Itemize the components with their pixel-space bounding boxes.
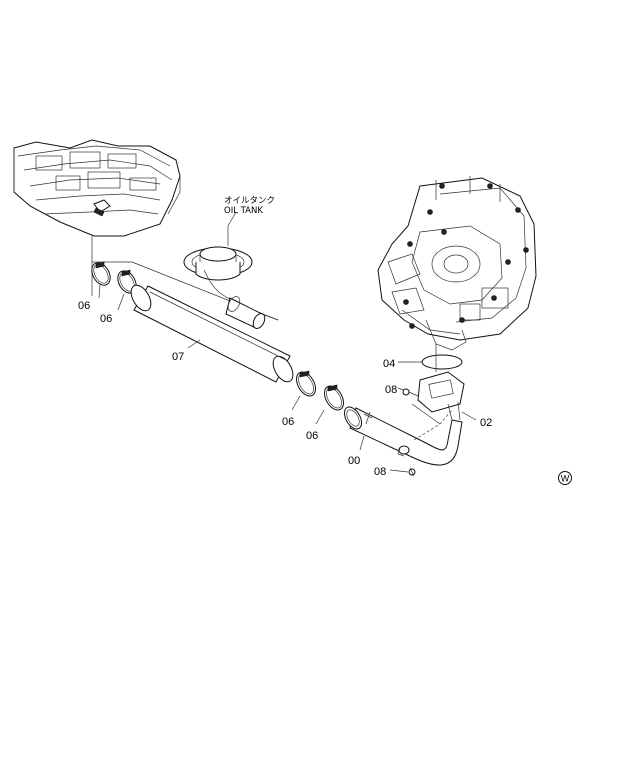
w-mark: W [558, 471, 572, 485]
suction-pipe-illustration [343, 403, 463, 466]
callout-06-d: 06 [306, 430, 318, 442]
clamp-illustration-c [296, 370, 316, 397]
callout-02: 02 [480, 417, 492, 429]
callout-08-a: 08 [385, 384, 397, 396]
callout-06-c: 06 [282, 416, 294, 428]
leader-lines [98, 211, 477, 473]
callout-04: 04 [383, 358, 395, 370]
clamp-illustration-a [91, 261, 111, 286]
callout-07: 07 [172, 351, 184, 363]
clamp-illustration-b [117, 269, 137, 294]
clamp-illustration-d [324, 384, 344, 411]
machine-body-illustration [13, 139, 181, 237]
callout-06-a: 06 [78, 300, 90, 312]
oil-tank-label-jp: オイルタンク [224, 196, 275, 206]
bolt-illustration-b [408, 467, 416, 477]
pump-assembly-illustration [377, 176, 537, 372]
w-mark-letter: W [561, 474, 570, 484]
oil-tank-label-en: OIL TANK [224, 206, 263, 216]
callout-00: 00 [348, 455, 360, 467]
oil-tank-port [183, 226, 279, 329]
callout-08-b: 08 [374, 466, 386, 478]
bolt-illustration-a [402, 388, 419, 397]
flange-illustration [417, 371, 465, 421]
hose-illustration [130, 284, 294, 383]
callout-06-b: 06 [100, 313, 112, 325]
o-ring-illustration [421, 354, 463, 370]
